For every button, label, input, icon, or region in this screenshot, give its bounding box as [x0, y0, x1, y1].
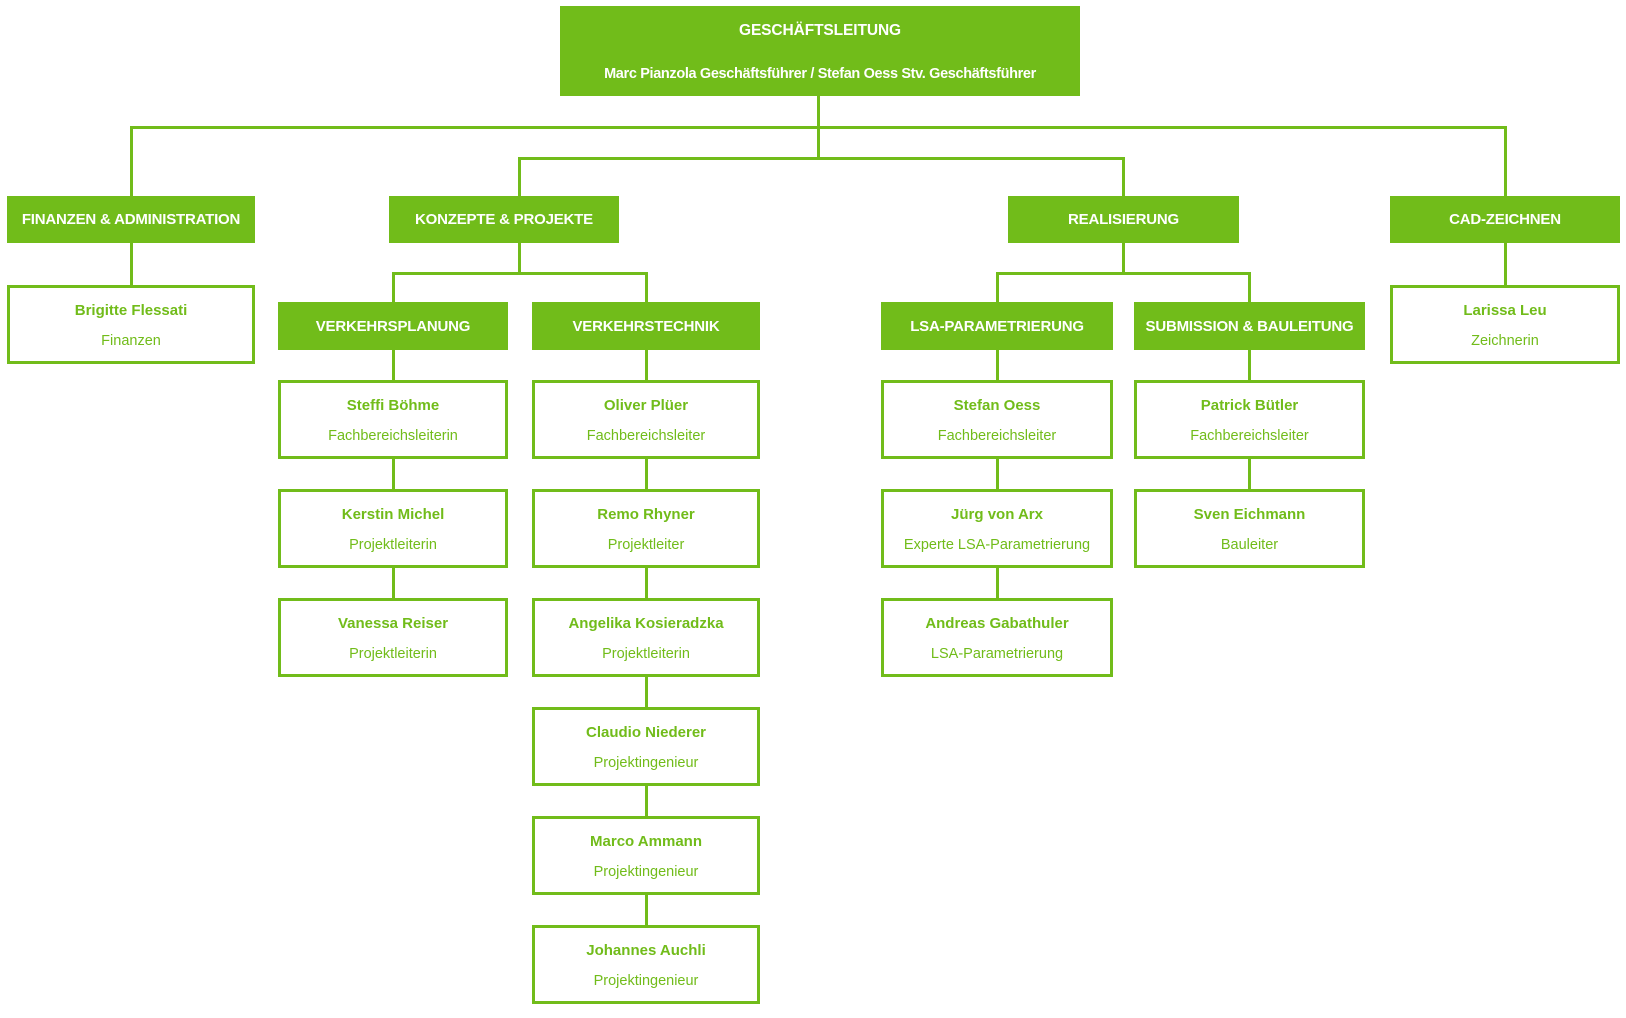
org-node-person-juerg-von-arx: Jürg von Arx Experte LSA-Parametrierung [881, 489, 1113, 568]
person-name: Sven Eichmann [1193, 506, 1306, 523]
person-name: Marco Ammann [590, 833, 702, 850]
org-node-person-brigitte-flessati: Brigitte Flessati Finanzen [7, 285, 255, 364]
connector-line [645, 895, 648, 925]
person-role: Projektingenieur [593, 754, 699, 771]
connector-line [645, 459, 648, 489]
node-title: REALISIERUNG [1068, 211, 1179, 228]
connector-line [1122, 157, 1125, 196]
org-node-person-kerstin-michel: Kerstin Michel Projektleiterin [278, 489, 508, 568]
person-role: Zeichnerin [1471, 332, 1539, 349]
connector-line [996, 272, 999, 302]
connector-line [1248, 272, 1251, 302]
person-name: Vanessa Reiser [337, 615, 449, 632]
connector-line [996, 459, 999, 489]
org-node-realisierung: REALISIERUNG [1008, 196, 1239, 243]
person-name: Patrick Bütler [1200, 397, 1299, 414]
person-role: Fachbereichsleiterin [328, 427, 458, 444]
person-name: Stefan Oess [953, 397, 1041, 414]
org-node-cad-zeichnen: CAD-ZEICHNEN [1390, 196, 1620, 243]
node-title: KONZEPTE & PROJEKTE [415, 211, 593, 228]
connector-line [1504, 126, 1507, 196]
person-name: Jürg von Arx [951, 506, 1043, 523]
org-node-lsa-parametrierung: LSA-PARAMETRIERUNG [881, 302, 1113, 350]
org-node-person-andreas-gabathuler: Andreas Gabathuler LSA-Parametrierung [881, 598, 1113, 677]
org-node-person-steffi-boehme: Steffi Böhme Fachbereichsleiterin [278, 380, 508, 459]
connector-line [1248, 350, 1251, 380]
org-node-person-sven-eichmann: Sven Eichmann Bauleiter [1134, 489, 1365, 568]
person-role: Projektleiter [607, 536, 685, 553]
org-node-person-patrick-buetler: Patrick Bütler Fachbereichsleiter [1134, 380, 1365, 459]
connector-line [645, 786, 648, 816]
node-title: GESCHÄFTSLEITUNG [738, 22, 901, 39]
connector-line [130, 126, 1507, 129]
connector-line [996, 568, 999, 598]
org-node-person-angelika-kosieradzka: Angelika Kosieradzka Projektleiterin [532, 598, 760, 677]
person-role: Projektingenieur [593, 863, 699, 880]
person-role: Fachbereichsleiter [1190, 427, 1309, 444]
person-name: Angelika Kosieradzka [568, 615, 724, 632]
org-node-person-marco-ammann: Marco Ammann Projektingenieur [532, 816, 760, 895]
connector-line [130, 243, 133, 285]
org-node-verkehrsplanung: VERKEHRSPLANUNG [278, 302, 508, 350]
person-name: Kerstin Michel [341, 506, 445, 523]
person-name: Remo Rhyner [597, 506, 695, 523]
org-node-person-oliver-plueer: Oliver Plüer Fachbereichsleiter [532, 380, 760, 459]
connector-line [392, 568, 395, 598]
node-title: FINANZEN & ADMINISTRATION [21, 211, 241, 228]
connector-line [645, 350, 648, 380]
connector-line [130, 126, 133, 196]
org-node-finanzen-administration: FINANZEN & ADMINISTRATION [7, 196, 255, 243]
person-role: Fachbereichsleiter [937, 427, 1057, 444]
connector-line [996, 350, 999, 380]
connector-line [392, 272, 395, 302]
person-name: Brigitte Flessati [74, 302, 188, 319]
person-role: LSA-Parametrierung [930, 645, 1064, 662]
connector-line [645, 568, 648, 598]
connector-line [392, 272, 648, 275]
org-node-submission-bauleitung: SUBMISSION & BAULEITUNG [1134, 302, 1365, 350]
org-node-person-larissa-leu: Larissa Leu Zeichnerin [1390, 285, 1620, 364]
person-role: Projektleiterin [349, 536, 437, 553]
org-node-person-remo-rhyner: Remo Rhyner Projektleiter [532, 489, 760, 568]
org-node-verkehrstechnik: VERKEHRSTECHNIK [532, 302, 760, 350]
org-node-person-stefan-oess: Stefan Oess Fachbereichsleiter [881, 380, 1113, 459]
person-role: Projektleiterin [602, 645, 690, 662]
person-role: Experte LSA-Parametrierung [903, 536, 1091, 553]
person-name: Andreas Gabathuler [925, 615, 1069, 632]
connector-line [645, 272, 648, 302]
connector-line [518, 157, 1125, 160]
person-role: Projektingenieur [593, 972, 699, 989]
person-role: Fachbereichsleiter [586, 427, 706, 444]
person-name: Larissa Leu [1463, 302, 1547, 319]
node-subtitle: Marc Pianzola Geschäftsführer / Stefan O… [604, 65, 1036, 82]
org-node-person-claudio-niederer: Claudio Niederer Projektingenieur [532, 707, 760, 786]
connector-line [518, 157, 521, 196]
person-name: Johannes Auchli [586, 942, 706, 959]
connector-line [1248, 459, 1251, 489]
person-role: Projektleiterin [349, 645, 437, 662]
org-node-konzepte-projekte: KONZEPTE & PROJEKTE [389, 196, 619, 243]
connector-line [1504, 243, 1507, 285]
person-name: Claudio Niederer [585, 724, 707, 741]
connector-line [1122, 243, 1125, 275]
org-node-person-vanessa-reiser: Vanessa Reiser Projektleiterin [278, 598, 508, 677]
connector-line [518, 243, 521, 275]
node-title: CAD-ZEICHNEN [1449, 211, 1561, 228]
connector-line [996, 272, 1251, 275]
connector-line [392, 350, 395, 380]
person-role: Finanzen [101, 332, 161, 349]
node-title: VERKEHRSTECHNIK [572, 317, 720, 335]
person-name: Oliver Plüer [603, 397, 689, 414]
person-name: Steffi Böhme [346, 397, 440, 414]
connector-line [645, 677, 648, 707]
org-node-person-johannes-auchli: Johannes Auchli Projektingenieur [532, 925, 760, 1004]
connector-line [392, 459, 395, 489]
person-role: Bauleiter [1220, 536, 1279, 553]
node-title: SUBMISSION & BAULEITUNG [1145, 317, 1354, 335]
node-title: LSA-PARAMETRIERUNG [910, 317, 1084, 335]
org-node-geschaeftsleitung: GESCHÄFTSLEITUNG Marc Pianzola Geschäfts… [560, 6, 1080, 96]
node-title: VERKEHRSPLANUNG [315, 317, 471, 335]
